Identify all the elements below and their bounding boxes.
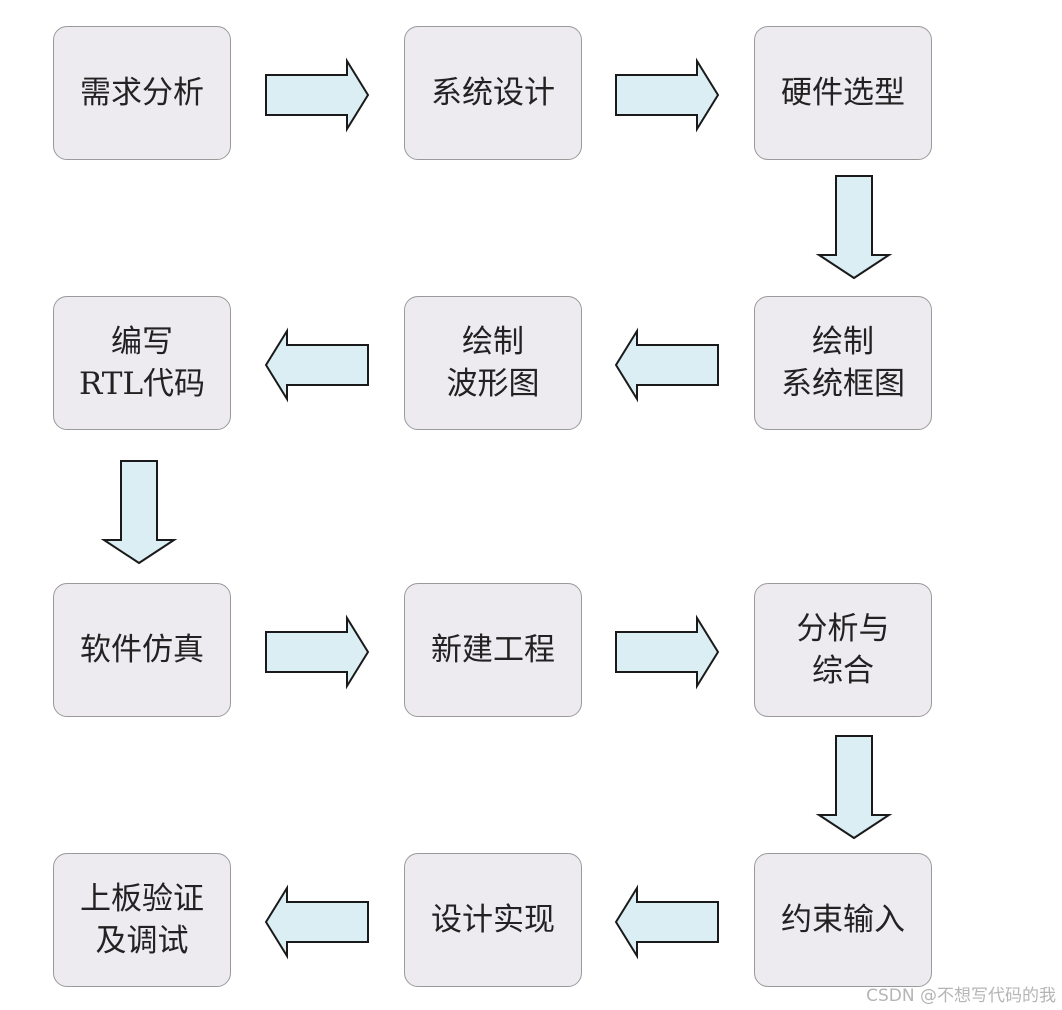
- arrow-down-icon: [815, 175, 893, 280]
- step-label-line-2: 及调试: [95, 923, 189, 959]
- watermark: CSDN @不想写代码的我: [866, 986, 1056, 1006]
- arrow-left-icon: [614, 884, 719, 960]
- step-draw-system-block-diagram: 绘制 系统框图: [754, 296, 932, 430]
- step-label-line-1: 上板验证: [80, 881, 204, 917]
- step-software-simulation: 软件仿真: [53, 583, 231, 717]
- arrow-left-icon: [614, 327, 719, 403]
- step-label-line-2: 综合: [812, 653, 874, 689]
- arrow-right-icon: [615, 614, 720, 690]
- arrow-left-icon: [264, 884, 369, 960]
- step-write-rtl-code: 编写 RTL代码: [53, 296, 231, 430]
- step-design-implementation: 设计实现: [404, 853, 582, 987]
- step-label-line-2: RTL代码: [78, 366, 206, 402]
- arrow-right-icon: [615, 57, 720, 133]
- step-analysis-synthesis: 分析与 综合: [754, 583, 932, 717]
- step-label: 系统设计: [431, 75, 555, 111]
- step-board-verification-debug: 上板验证 及调试: [53, 853, 231, 987]
- step-new-project: 新建工程: [404, 583, 582, 717]
- arrow-right-icon: [265, 614, 370, 690]
- step-label: 硬件选型: [781, 75, 905, 111]
- step-label: 需求分析: [80, 75, 204, 111]
- step-label: 新建工程: [431, 632, 555, 668]
- arrow-down-icon: [815, 735, 893, 840]
- step-draw-waveform: 绘制 波形图: [404, 296, 582, 430]
- step-constraint-input: 约束输入: [754, 853, 932, 987]
- arrow-right-icon: [265, 57, 370, 133]
- step-label-line-1: 绘制: [462, 324, 524, 360]
- step-hardware-selection: 硬件选型: [754, 26, 932, 160]
- step-label-line-2: 系统框图: [781, 366, 905, 402]
- step-system-design: 系统设计: [404, 26, 582, 160]
- step-label: 约束输入: [781, 902, 905, 938]
- step-label-line-2: 波形图: [446, 366, 540, 402]
- step-requirements-analysis: 需求分析: [53, 26, 231, 160]
- arrow-left-icon: [264, 327, 369, 403]
- step-label: 设计实现: [431, 902, 555, 938]
- step-label-line-1: 分析与: [796, 611, 890, 647]
- arrow-down-icon: [100, 460, 178, 565]
- step-label-line-1: 编写: [111, 324, 173, 360]
- step-label: 软件仿真: [80, 632, 204, 668]
- step-label-line-1: 绘制: [812, 324, 874, 360]
